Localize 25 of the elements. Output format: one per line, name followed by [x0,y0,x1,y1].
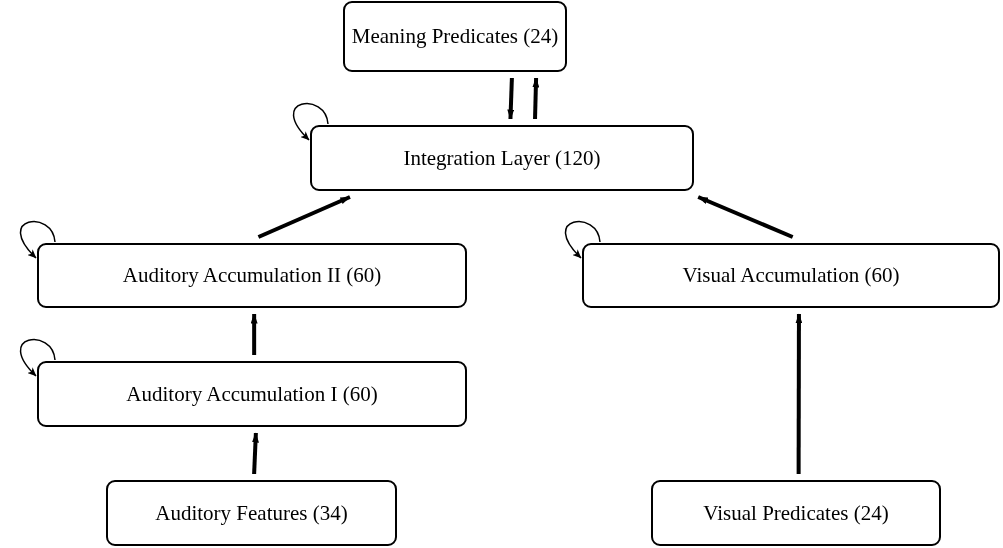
layer-box [651,480,941,546]
arrow [697,195,794,239]
self-loop-arrow [292,102,329,141]
arrow [795,313,803,474]
layer-label: Auditory Accumulation I (60) [126,381,378,407]
layer-box [343,1,567,72]
arrow [507,77,515,120]
arrow [251,432,259,475]
layer-label: Meaning Predicates (24) [351,24,559,49]
self-loop-arrow [19,338,56,377]
layer-box [106,480,397,546]
self-loop-arrow [564,220,601,259]
layer-label: Visual Predicates (24) [703,500,889,526]
layer-box [37,243,467,308]
arrow [250,313,258,355]
layer-box [310,125,694,191]
layer-box [37,361,467,427]
layer-label: Auditory Accumulation II (60) [122,263,382,288]
layer-label: Integration Layer (120) [403,145,601,171]
arrow [257,195,351,239]
arrow [532,77,540,120]
layer-label: Auditory Features (34) [155,500,348,526]
layer-box [582,243,1000,308]
layer-label: Visual Accumulation (60) [682,263,900,288]
self-loop-arrow [19,220,56,259]
